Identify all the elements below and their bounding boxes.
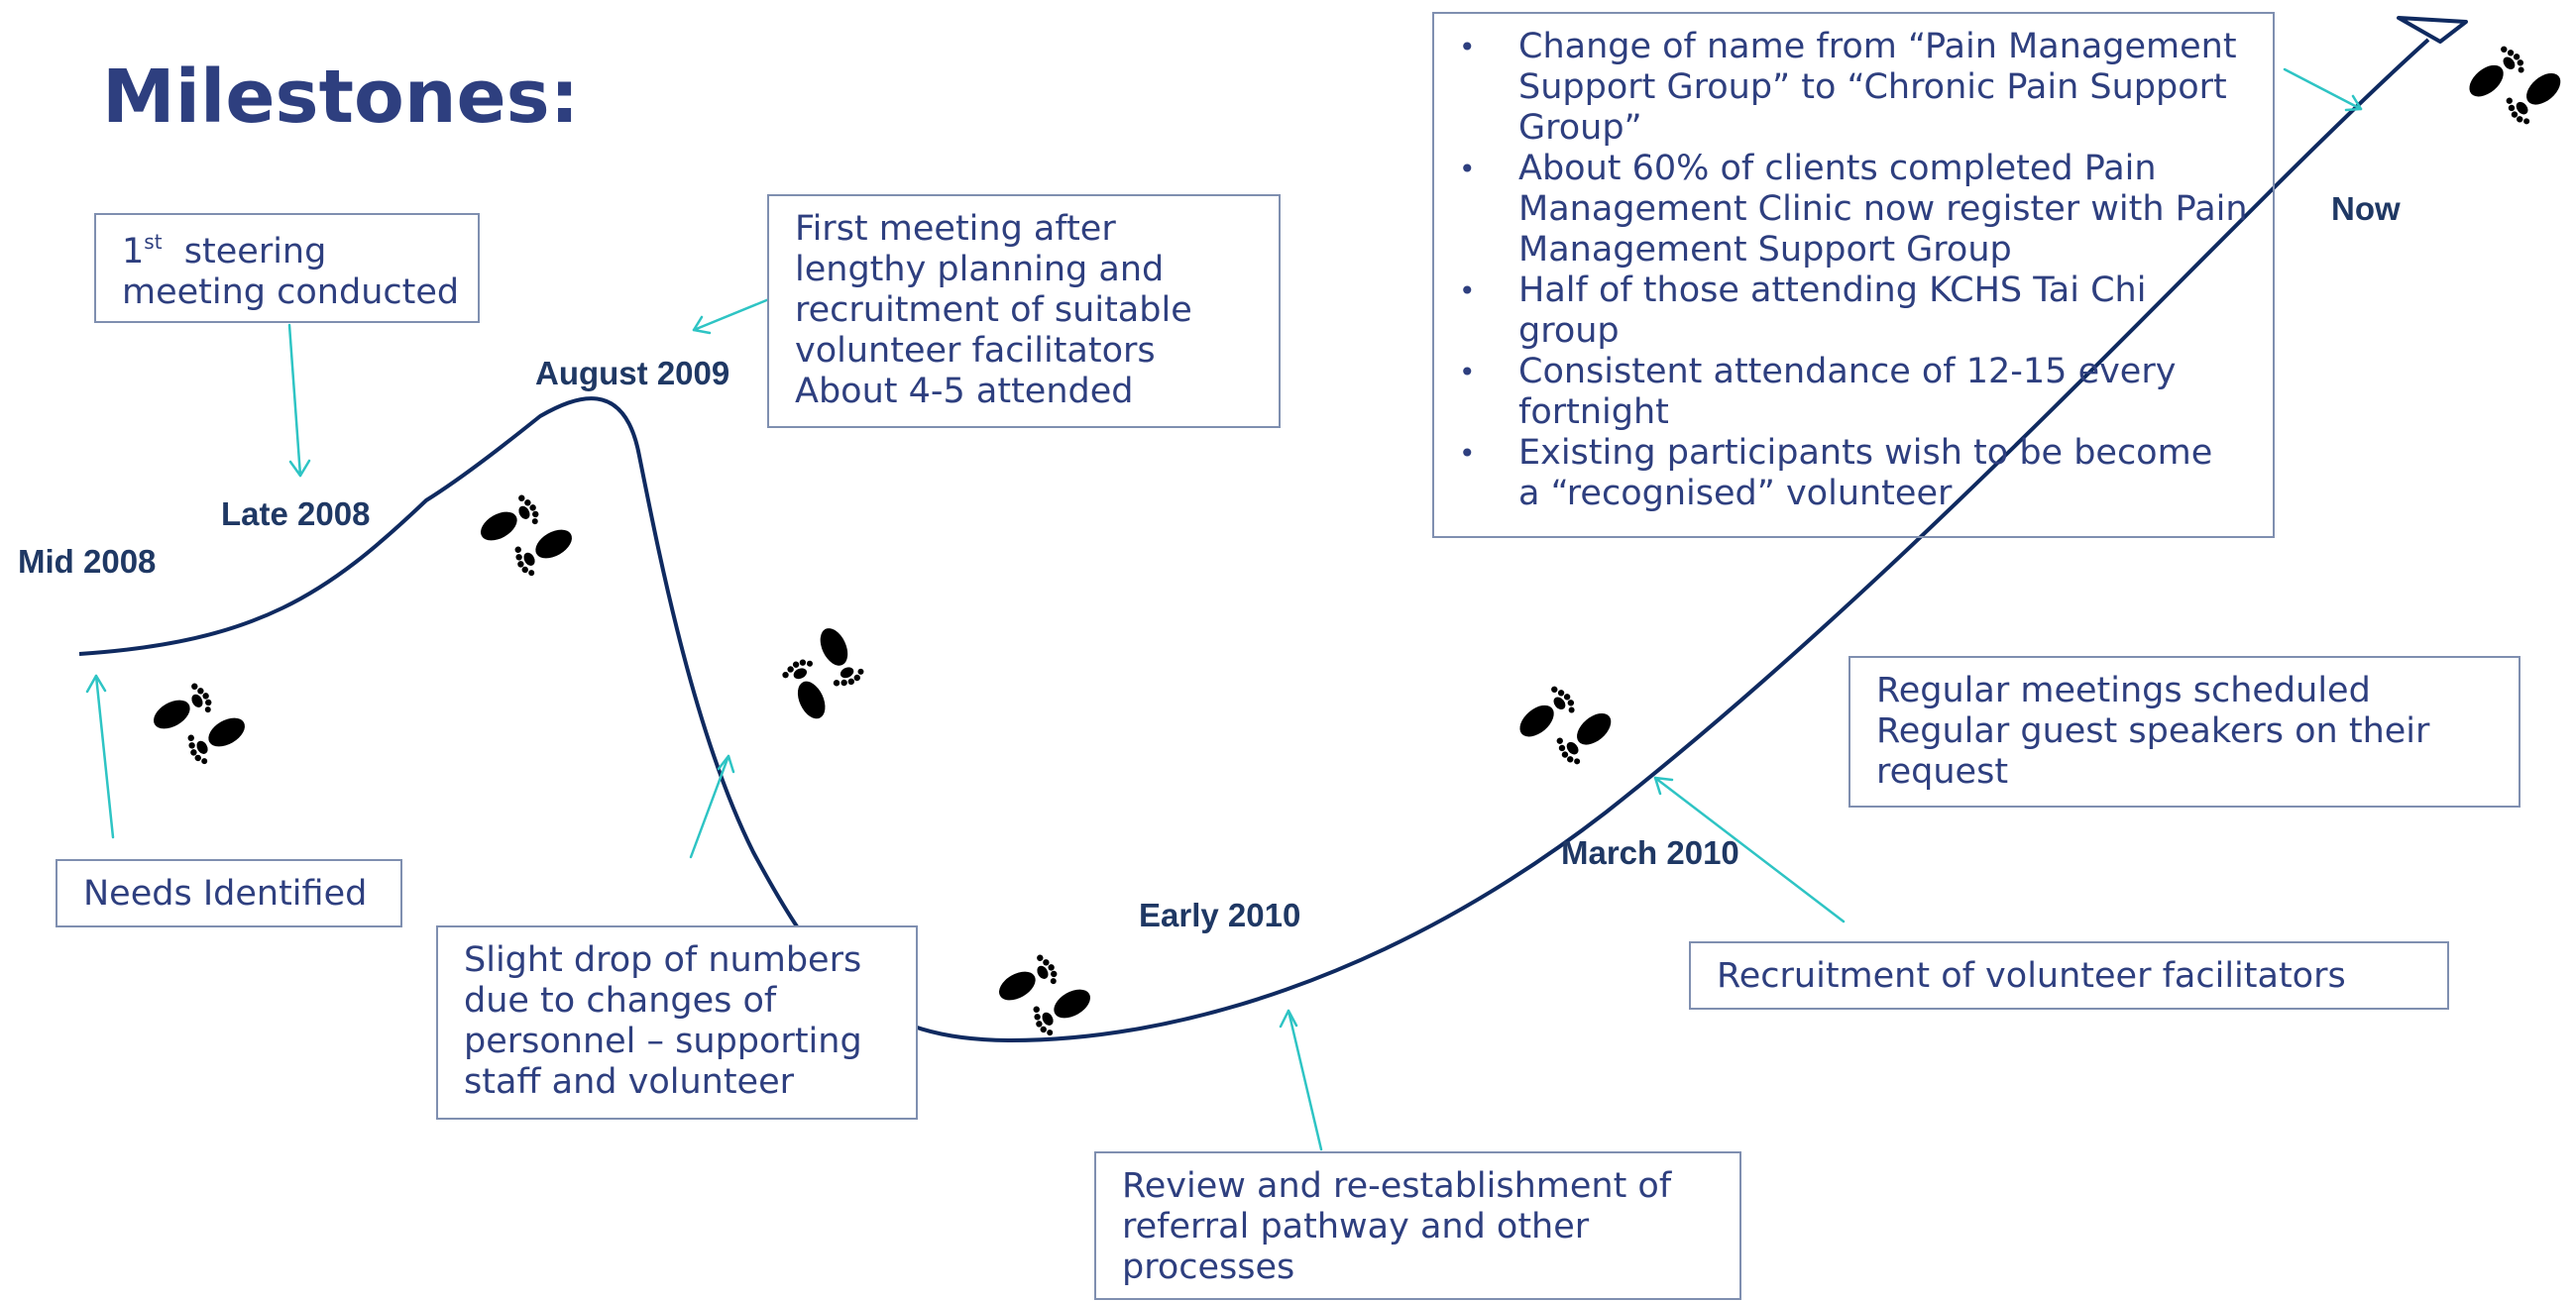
achievements-list: Change of name from “Pain Management Sup… [1434,27,2273,514]
milestone-curve [78,38,2430,1043]
label-mid-2008: Mid 2008 [18,543,157,580]
footprints-icon [2455,33,2574,138]
footprints-icon [147,680,253,768]
achievement-item: About 60% of clients completed Pain Mana… [1434,149,2273,271]
footprints-icon [474,491,580,580]
first-meeting-box: First meeting after lengthy planning and… [767,194,1281,428]
footprints-icon [774,617,871,730]
arrow-review [1279,1009,1323,1151]
achievement-item: Half of those attending KCHS Tai Chi gro… [1434,271,2273,352]
achievement-item: Existing participants wish to be become … [1434,433,2273,514]
footprints-icon [1506,673,1624,778]
page-title: Milestones: [102,54,580,140]
arrow-drop [689,754,735,859]
steering-line-2: meeting conducted [122,272,460,312]
slight-drop-box: Slight drop of numbers due to changes of… [436,925,918,1120]
steering-line-1: 1st steering [122,230,327,271]
recruitment-box: Recruitment of volunteer facilitators [1689,941,2449,1010]
label-march-2010: March 2010 [1561,834,1739,871]
footprints-icon [992,951,1098,1039]
needs-identified-box: Needs Identified [56,859,402,927]
curve-arrowhead [2397,16,2468,44]
arrow-recruitment [1653,776,1846,923]
achievement-item: Change of name from “Pain Management Sup… [1434,27,2273,149]
achievement-item: Consistent attendance of 12-15 every for… [1434,352,2273,433]
label-early-2010: Early 2010 [1139,897,1301,933]
arrow-needs [85,674,115,839]
review-box: Review and re-establishment of referral … [1094,1151,1741,1300]
now-achievements-box: Change of name from “Pain Management Sup… [1432,12,2275,538]
steering-meeting-box: 1st steering meeting conducted [94,213,480,323]
label-late-2008: Late 2008 [221,495,371,532]
label-august-2009: August 2009 [535,355,730,391]
regular-meetings-box: Regular meetings scheduled Regular guest… [1848,656,2520,808]
label-now: Now [2331,190,2401,227]
arrow-now-box [2283,67,2363,112]
arrow-steering [287,323,311,478]
